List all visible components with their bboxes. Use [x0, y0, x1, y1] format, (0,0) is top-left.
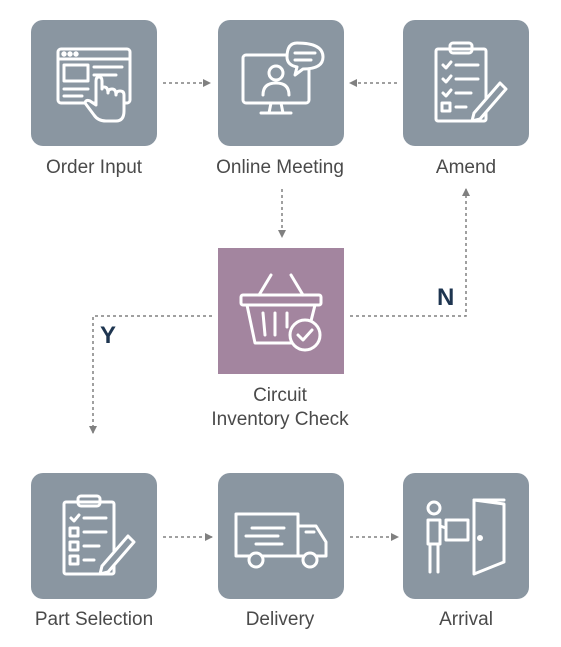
- step-arrival-label: Arrival: [439, 609, 493, 630]
- video-chat-icon: [241, 41, 325, 115]
- decision-yes-label: Y: [100, 322, 117, 349]
- step-amend-tile: [403, 20, 529, 146]
- step-part-selection-tile: [31, 473, 157, 599]
- delivery-person-icon: [426, 498, 506, 576]
- clipboard-checklist-icon: [62, 494, 136, 576]
- truck-icon: [234, 512, 328, 569]
- step-delivery-label: Delivery: [245, 609, 315, 630]
- decision-no-label: N: [437, 284, 455, 311]
- step-order-input-label: Order Input: [45, 157, 143, 178]
- step-arrival-tile: [403, 473, 529, 599]
- step-inventory-check-label: Circuit Inventory Check: [211, 385, 349, 430]
- step-inventory-check-tile: [218, 248, 344, 374]
- step-amend-label: Amend: [435, 157, 497, 178]
- cursor-hand-icon: [56, 47, 132, 123]
- clipboard-edit-icon: [434, 41, 508, 123]
- step-part-selection-label: Part Selection: [34, 609, 154, 630]
- step-online-meeting-label: Online Meeting: [216, 157, 344, 178]
- arrow-check-to-amend: [350, 188, 470, 317]
- step-online-meeting-tile: [218, 20, 344, 146]
- step-order-input-tile: [31, 20, 157, 146]
- step-delivery-tile: [218, 473, 344, 599]
- basket-check-icon: [239, 273, 323, 352]
